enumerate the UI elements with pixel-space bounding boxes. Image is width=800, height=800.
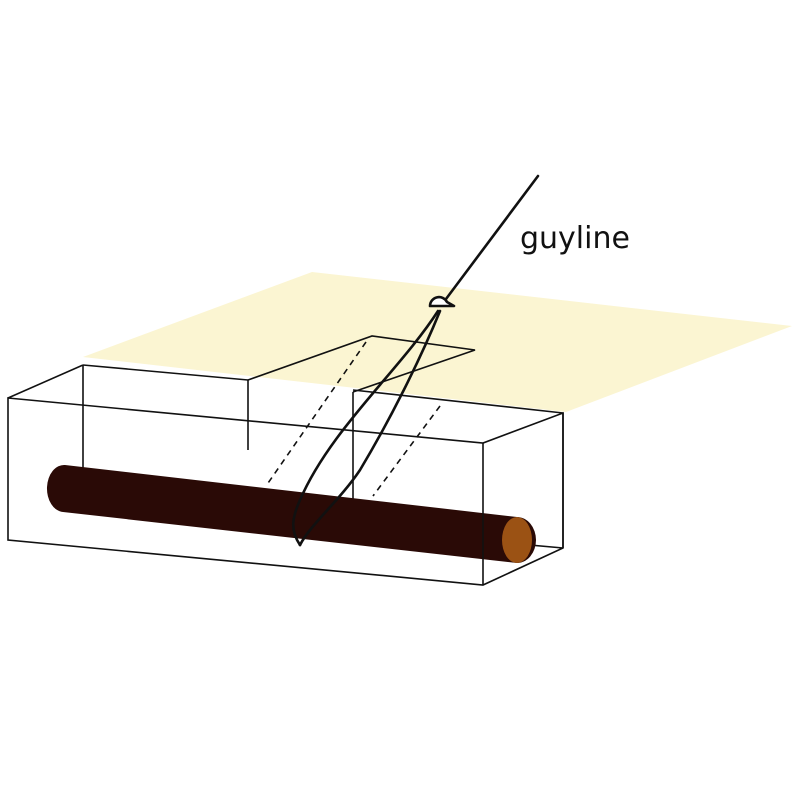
knot-icon xyxy=(428,295,456,308)
buried-log xyxy=(46,464,537,563)
guyline-label: guyline xyxy=(520,221,630,256)
guyline-rope xyxy=(291,174,540,547)
log-end xyxy=(502,517,532,563)
ground-surface xyxy=(83,272,792,412)
log-body xyxy=(46,464,537,563)
slot-hidden-edges xyxy=(265,341,441,497)
trench-box-front xyxy=(7,364,564,586)
